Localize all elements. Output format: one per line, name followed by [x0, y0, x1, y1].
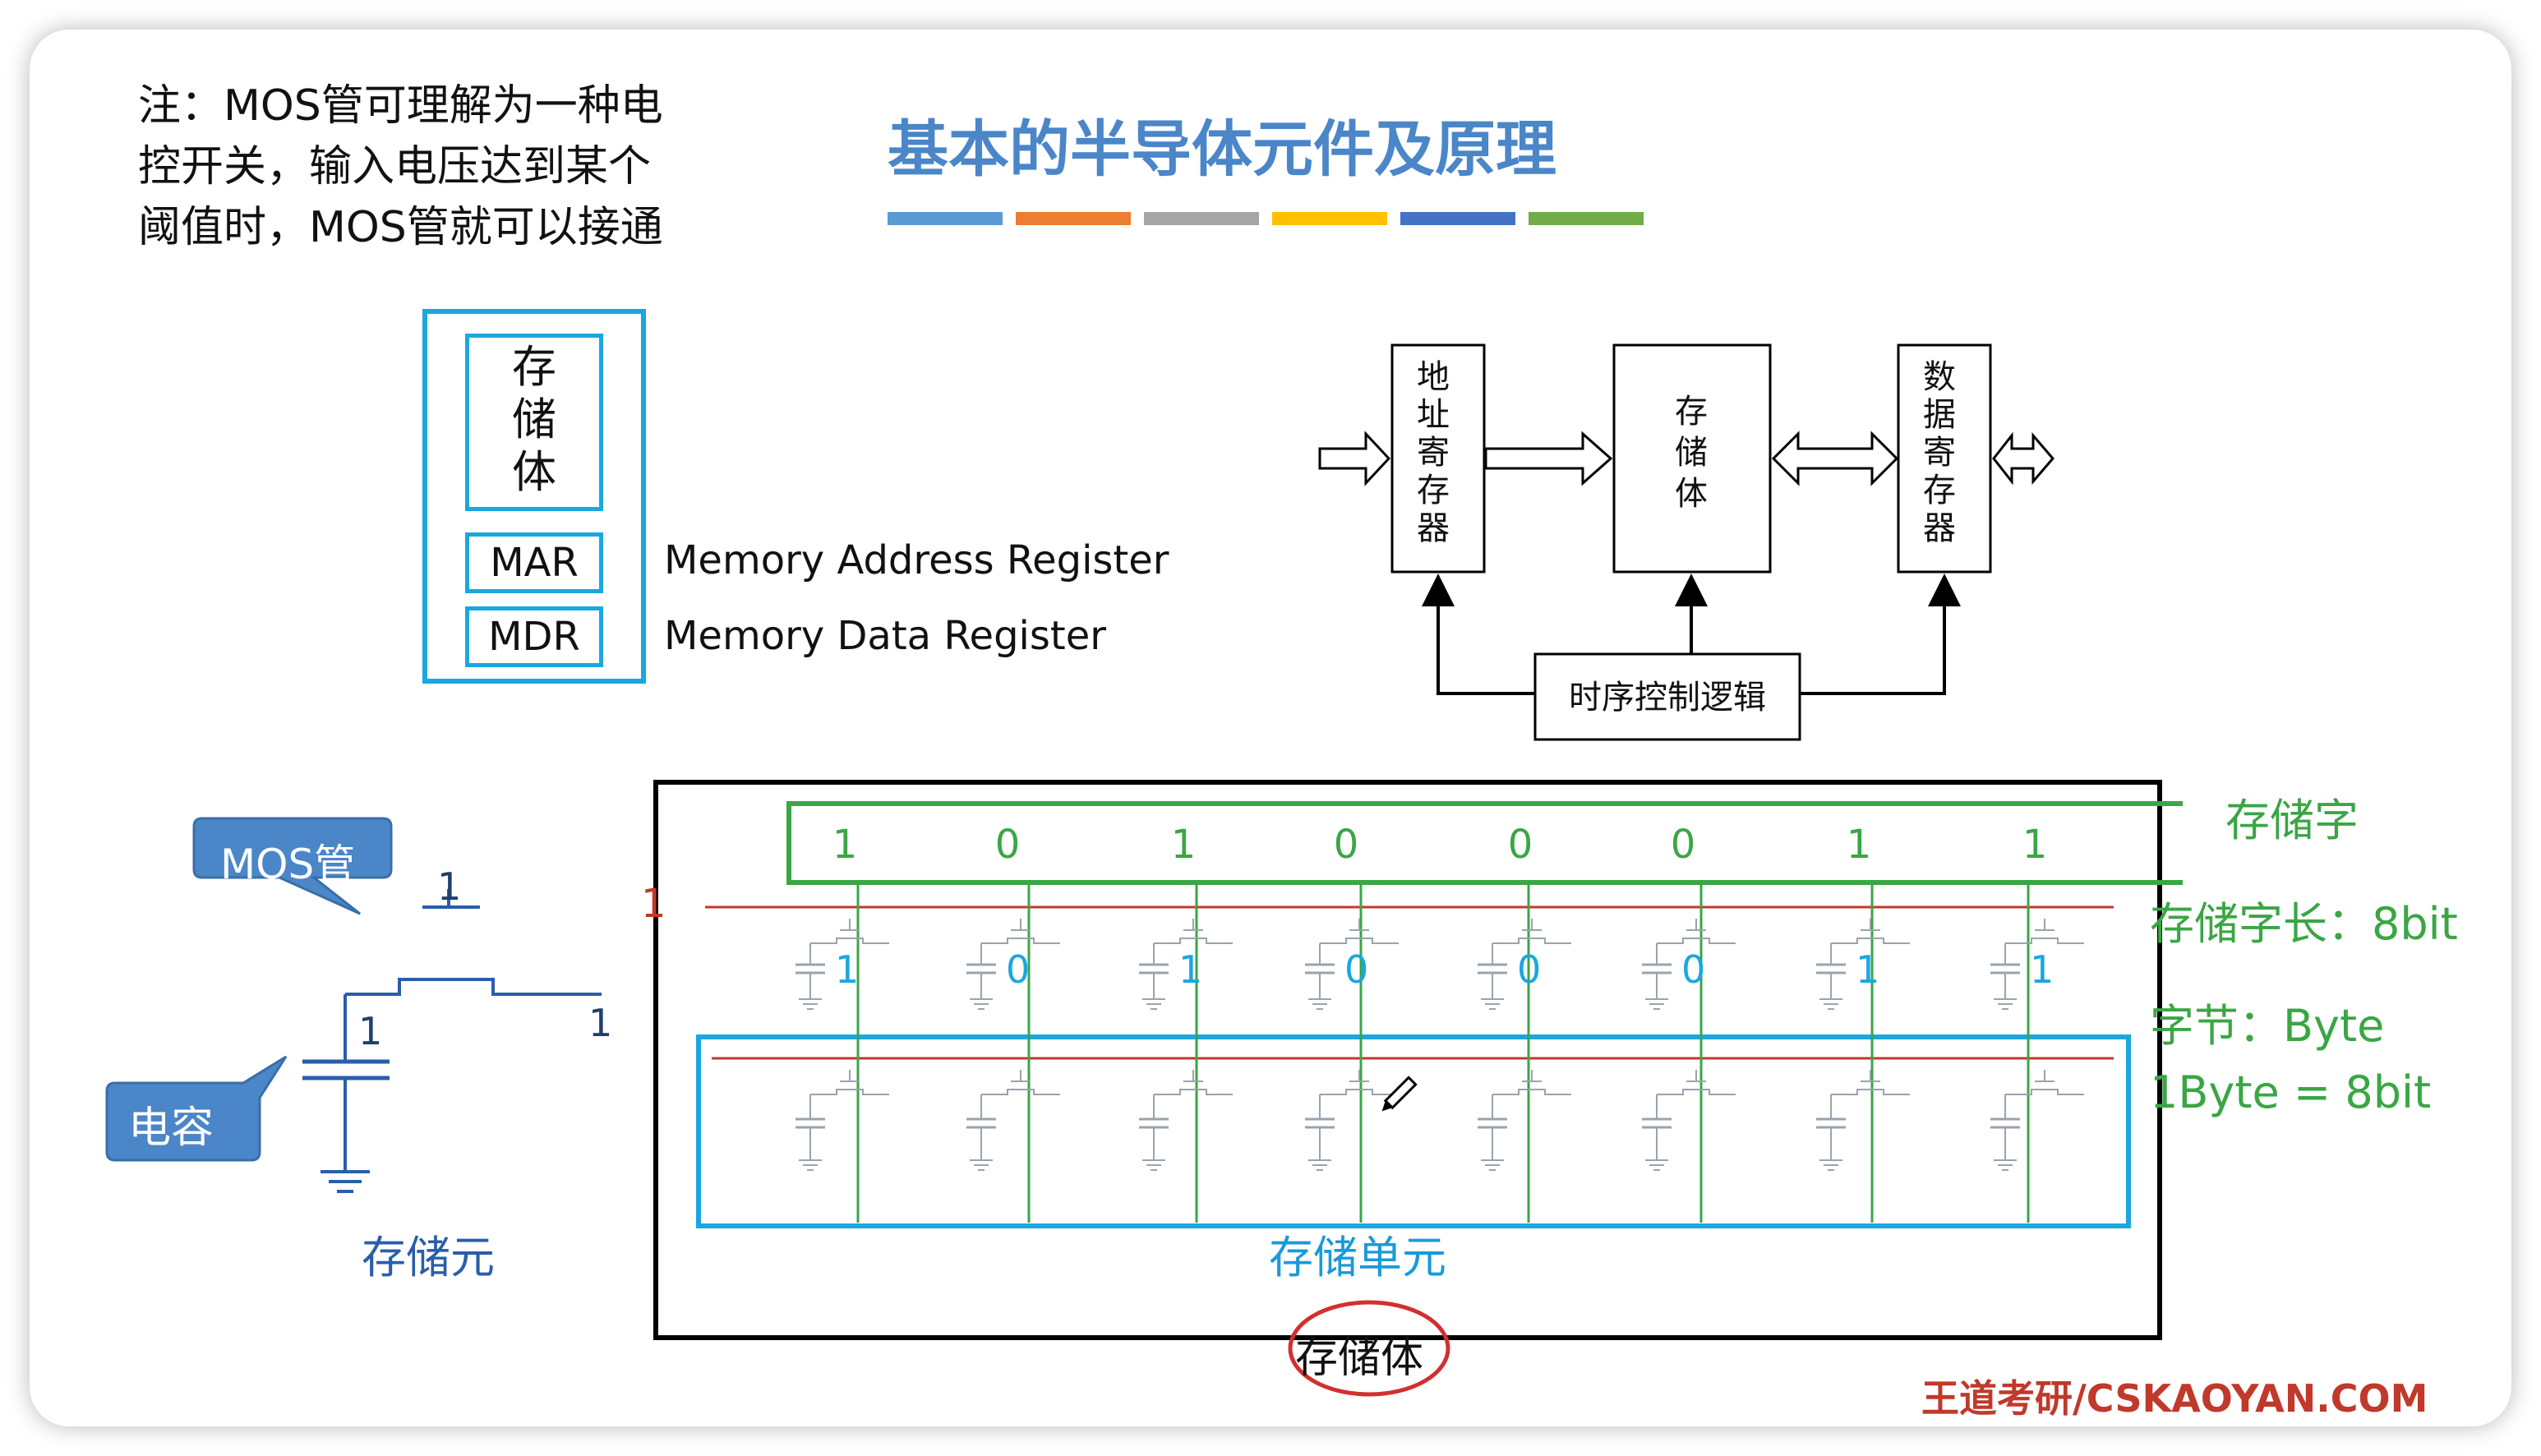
- pencil-cursor-icon: [1381, 1076, 1418, 1112]
- cell-transistor: [1320, 938, 1399, 944]
- control-to-data-line: [1800, 574, 1961, 695]
- cell-transistor: [2005, 938, 2084, 944]
- cell-bit-value: 1: [1178, 947, 1202, 992]
- slide: 注：MOS管可理解为一种电 控开关，输入电压达到某个 阈值时，MOS管就可以接通…: [30, 30, 2511, 1426]
- cell-transistor: [810, 938, 889, 944]
- gate-value: 1: [437, 864, 462, 909]
- cell-transistor: [810, 1089, 889, 1095]
- cell-transistor: [981, 938, 1060, 944]
- mos-bubble-label: MOS管: [220, 841, 356, 888]
- word-bit: 0: [1508, 822, 1533, 868]
- cell-transistor: [1831, 938, 1910, 944]
- cell-bit-value: 0: [1681, 947, 1705, 992]
- mdr-box: MDR: [465, 606, 603, 667]
- address-to-storage-arrow: [1484, 431, 1613, 486]
- word-bit: 1: [1171, 822, 1197, 868]
- cell-bit-value: 0: [1344, 947, 1368, 992]
- byte-equation-note: 1Byte = 8bit: [2150, 1067, 2432, 1118]
- title-color-bar: [1016, 212, 1131, 225]
- title-color-bar: [888, 212, 1003, 225]
- footer-brand: 王道考研/CSKAOYAN.COM: [1921, 1376, 2428, 1421]
- data-output-double-arrow: [1992, 431, 2054, 486]
- control-to-address-line: [1422, 574, 1535, 695]
- mdr-description: Memory Data Register: [664, 613, 1106, 659]
- capacitor-bubble-label: 电容: [128, 1104, 214, 1153]
- cell-bit-value: 1: [835, 947, 859, 992]
- control-logic-label: 时序控制逻辑: [1569, 679, 1766, 716]
- mar-label: MAR: [490, 540, 579, 586]
- address-register-label: 地址寄存器: [1417, 358, 1450, 547]
- storage-word-label: 存储字: [2225, 795, 2359, 846]
- byte-note: 字节：Byte: [2150, 1000, 2385, 1052]
- memory-block: [422, 309, 646, 684]
- cell-transistor: [1657, 1089, 1736, 1095]
- cell-transistor: [1320, 1089, 1399, 1095]
- word-bit: 1: [2022, 822, 2048, 868]
- storage-word-box: [786, 801, 2183, 885]
- storage-box: 存储体: [465, 334, 603, 511]
- mos-note: 注：MOS管可理解为一种电 控开关，输入电压达到某个 阈值时，MOS管就可以接通: [138, 76, 663, 258]
- note-line-1: 注：MOS管可理解为一种电: [138, 81, 663, 131]
- cell-transistor: [1492, 938, 1571, 944]
- source-value: 1: [358, 1009, 383, 1053]
- address-register-box: [1390, 343, 1486, 574]
- note-line-3: 阈值时，MOS管就可以接通: [138, 203, 663, 252]
- word-length-note: 存储字长：8bit: [2150, 898, 2458, 950]
- drain-value: 1: [588, 1001, 613, 1045]
- single-cell-circuit: [105, 817, 602, 1193]
- storage-data-double-arrow: [1771, 431, 1899, 486]
- page-title: 基本的半导体元件及原理: [888, 114, 1556, 185]
- storage-bank-label: 存储体: [1295, 1334, 1424, 1383]
- word-bit: 0: [1334, 822, 1359, 868]
- word-bit: 1: [1847, 822, 1872, 868]
- title-color-bar: [1400, 212, 1515, 225]
- cell-transistor: [1492, 1089, 1571, 1095]
- word-line-value: 1: [641, 881, 666, 927]
- mos-bubble: [192, 817, 393, 915]
- mar-box: MAR: [465, 532, 603, 593]
- word-bit: 0: [995, 822, 1021, 868]
- cell-transistor: [2005, 1089, 2084, 1095]
- mdr-label: MDR: [488, 614, 580, 660]
- cell-transistor: [981, 1089, 1060, 1095]
- storage-bank-outline: [653, 780, 2162, 1340]
- cell-bit-value: 0: [1517, 947, 1541, 992]
- cell-transistor: [1657, 938, 1736, 944]
- capacitor-bubble: [105, 1055, 288, 1162]
- cell-transistor: [1154, 1089, 1233, 1095]
- memory-array: 1 0 1 0 0 0 1 1 1 0 1 0 0 0 1 1: [653, 780, 2183, 1340]
- storage-center-box: [1612, 343, 1772, 574]
- mar-description: Memory Address Register: [664, 537, 1169, 583]
- storage-unit-box: [696, 1034, 2131, 1228]
- title-color-bar: [1144, 212, 1259, 225]
- note-line-2: 控开关，输入电压达到某个: [138, 142, 652, 191]
- cell-bit-value: 1: [1856, 947, 1879, 992]
- data-register-label: 数据寄存器: [1923, 358, 1956, 547]
- input-arrow: [1318, 431, 1391, 486]
- control-logic-box: [1533, 652, 1801, 741]
- word-bit: 1: [832, 822, 858, 868]
- title-color-bar: [1272, 212, 1387, 225]
- storage-element-caption: 存储元: [362, 1232, 495, 1283]
- cell-transistor: [1154, 938, 1233, 944]
- word-bit: 0: [1671, 822, 1696, 868]
- storage-center-label: 存储体: [1675, 393, 1708, 513]
- channel-line: [345, 978, 602, 996]
- storage-unit-label: 存储单元: [1269, 1232, 1446, 1283]
- cell-bit-value: 0: [1006, 947, 1030, 992]
- title-color-bar: [1529, 212, 1644, 225]
- bank-label-circle: [1288, 1300, 1450, 1397]
- cell-bit-value: 1: [2030, 947, 2054, 992]
- storage-box-label: 存储体: [512, 341, 556, 498]
- cell-transistor: [1831, 1089, 1910, 1095]
- block-diagram: [1318, 343, 2054, 741]
